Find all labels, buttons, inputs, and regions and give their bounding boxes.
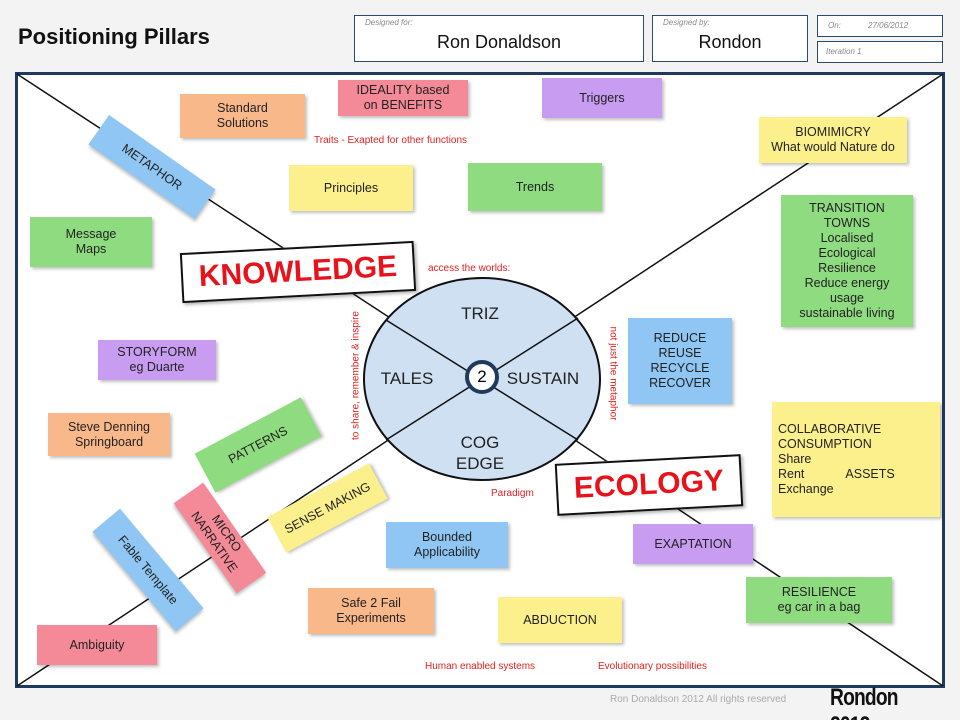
annotation-paradigm: Paradigm (491, 488, 534, 499)
date-box: On: 27/06/2012 (817, 15, 943, 37)
designed-for-value: Ron Donaldson (436, 32, 562, 52)
designed-by-box: Designed by: Rondon (652, 15, 808, 62)
note-trends: Trends (468, 163, 602, 211)
note-abduction: ABDUCTION (498, 597, 622, 643)
designed-for-label: Designed for: (365, 18, 413, 27)
copyright-text: Ron Donaldson 2012 All rights reserved (610, 694, 787, 705)
brand-logo: Rondon 2012 (830, 684, 899, 720)
hub-number: 2 (465, 360, 499, 394)
note-bounded-applicability: Bounded Applicability (386, 522, 508, 568)
annotation-human: Human enabled systems (425, 661, 536, 672)
note-transition-towns: TRANSITION TOWNS Localised Ecological Re… (781, 195, 913, 327)
note-message-maps: Message Maps (30, 217, 152, 267)
on-label: On: (828, 21, 841, 30)
quadrant-triz: TRIZ (461, 304, 499, 323)
date-value: 27/06/2012 (868, 21, 909, 30)
note-collaborative-consumption: COLLABORATIVE CONSUMPTION Share Rent ASS… (772, 402, 940, 517)
designed-by-value: Rondon (698, 32, 762, 52)
note-principles: Principles (289, 165, 413, 211)
note-exaptation: EXAPTATION (633, 524, 753, 564)
note-storyform: STORYFORM eg Duarte (98, 340, 216, 380)
annotation-traits: Traits - Exapted for other functions (314, 135, 468, 146)
quadrant-tales: TALES (380, 369, 434, 388)
note-triggers: Triggers (542, 78, 662, 118)
designed-by-label: Designed by: (663, 18, 710, 27)
annotation-metaphor: not just the metaphor (607, 326, 619, 421)
iteration-box: Iteration 1 (817, 41, 943, 63)
annotation-access: access the worlds: (428, 263, 511, 274)
note-reduce-reuse: REDUCE REUSE RECYCLE RECOVER (628, 318, 732, 404)
designed-for-box: Designed for: Ron Donaldson (354, 15, 644, 62)
pillar-ecology: ECOLOGY (554, 454, 744, 516)
page-title: Positioning Pillars (18, 24, 210, 49)
note-standard-solutions: Standard Solutions (180, 94, 305, 138)
annotation-share: to share, remember & inspire (350, 311, 362, 440)
note-biomimicry: BIOMIMICRY What would Nature do (759, 117, 907, 163)
note-ambiguity: Ambiguity (37, 625, 157, 665)
note-ideality: IDEALITY based on BENEFITS (338, 80, 468, 116)
annotation-evolutionary: Evolutionary possibilities (598, 661, 707, 672)
note-steve-denning: Steve Denning Springboard (48, 413, 170, 456)
quadrant-cog-edge: COG EDGE (455, 433, 505, 473)
iteration-value: Iteration 1 (826, 47, 862, 56)
note-safe-2-fail: Safe 2 Fail Experiments (308, 588, 434, 634)
quadrant-sustain: SUSTAIN (506, 369, 580, 388)
note-resilience: RESILIENCE eg car in a bag (746, 577, 892, 623)
